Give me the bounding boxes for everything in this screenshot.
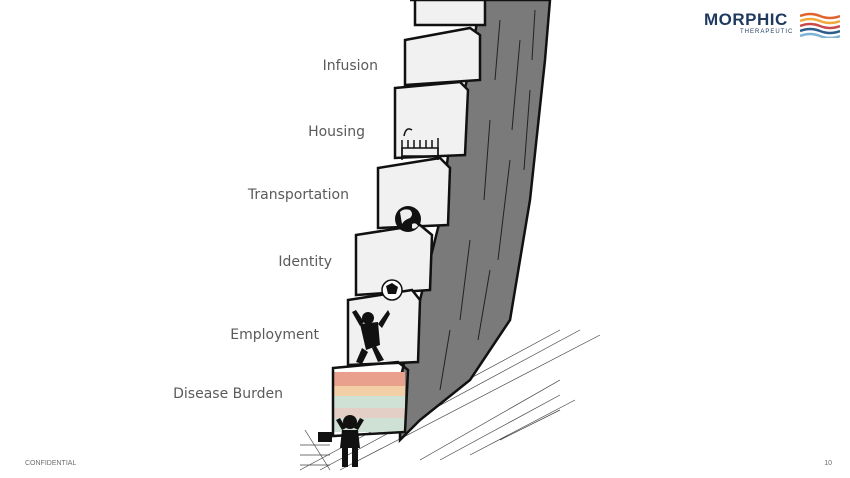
band-2 — [333, 386, 405, 396]
cliff-texture — [439, 9, 536, 391]
block-employment — [346, 288, 422, 367]
stair-blocks — [346, 0, 487, 367]
step-label-employment: Employment — [230, 327, 319, 343]
globe-icon — [395, 206, 421, 232]
standing-figure-icon — [318, 415, 364, 467]
band-1 — [333, 372, 405, 386]
ground-hatching — [299, 329, 601, 471]
band-3 — [333, 396, 405, 408]
step-label-infusion: Infusion — [322, 58, 378, 74]
block-top — [413, 0, 487, 27]
step-label-transportation: Transportation — [247, 187, 349, 203]
ball-icon — [381, 279, 403, 301]
block-transportation — [376, 156, 452, 230]
logo-waves-icon — [800, 12, 840, 38]
step-label-housing: Housing — [308, 124, 365, 140]
logo-tagline: THERAPEUTIC — [740, 29, 794, 35]
logo-name: MORPHIC — [704, 10, 788, 29]
climbing-figure-icon — [352, 310, 390, 364]
band-4 — [333, 408, 405, 418]
block-housing — [393, 80, 470, 160]
step-label-identity: Identity — [278, 254, 332, 270]
block-infusion — [403, 26, 482, 87]
company-logo: MORPHIC THERAPEUTIC — [704, 10, 840, 40]
step-label-disease-burden: Disease Burden — [173, 386, 283, 402]
page-number: 10 — [824, 460, 832, 467]
confidential-label: CONFIDENTIAL — [25, 460, 77, 467]
bed-icon — [401, 128, 439, 160]
